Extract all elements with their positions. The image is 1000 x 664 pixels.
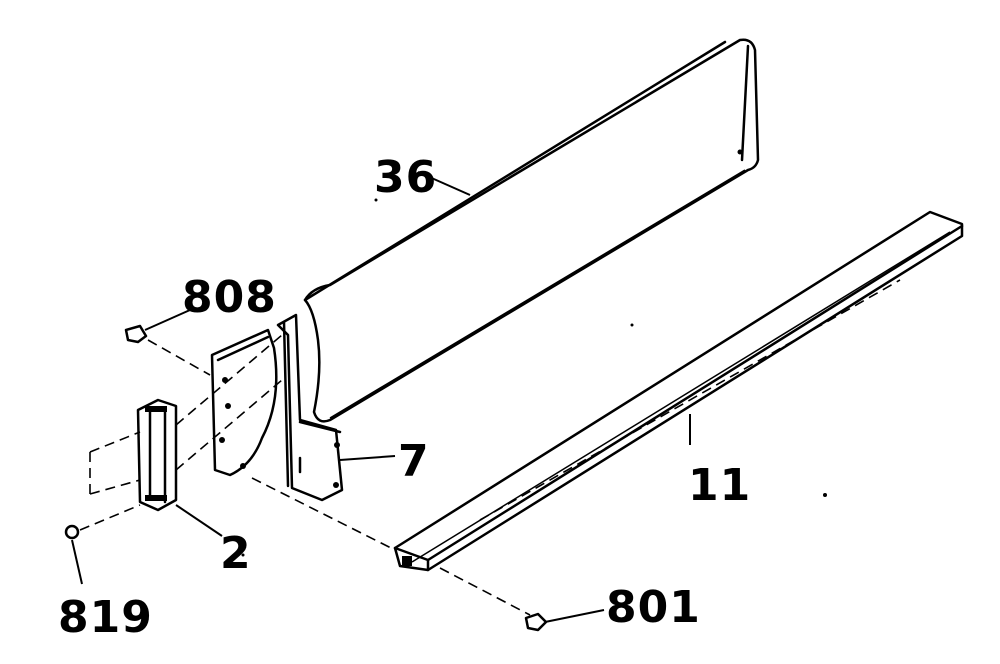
callout-7: 7: [398, 436, 430, 487]
callout-819: 819: [58, 592, 153, 643]
alignment-lines: [79, 334, 531, 616]
rear-panel-part-36: [303, 38, 760, 423]
callout-801: 801: [606, 582, 701, 633]
end-cap-plate: [210, 328, 278, 477]
callout-808: 808: [182, 272, 277, 323]
leader-lines: [71, 171, 691, 623]
callout-11: 11: [688, 460, 751, 511]
rail-part-11: [393, 210, 964, 572]
speck: [823, 493, 827, 497]
callout-2: 2: [220, 528, 252, 579]
handle-part-2: [136, 398, 178, 512]
screw-808-icon: [124, 324, 148, 344]
callout-36: 36: [374, 152, 437, 203]
speck: [374, 198, 378, 202]
screw-819-icon: [64, 524, 80, 540]
bracket-part-7: [276, 313, 344, 502]
speck: [630, 323, 634, 327]
screw-801-icon: [524, 612, 548, 632]
speck: [241, 553, 245, 557]
